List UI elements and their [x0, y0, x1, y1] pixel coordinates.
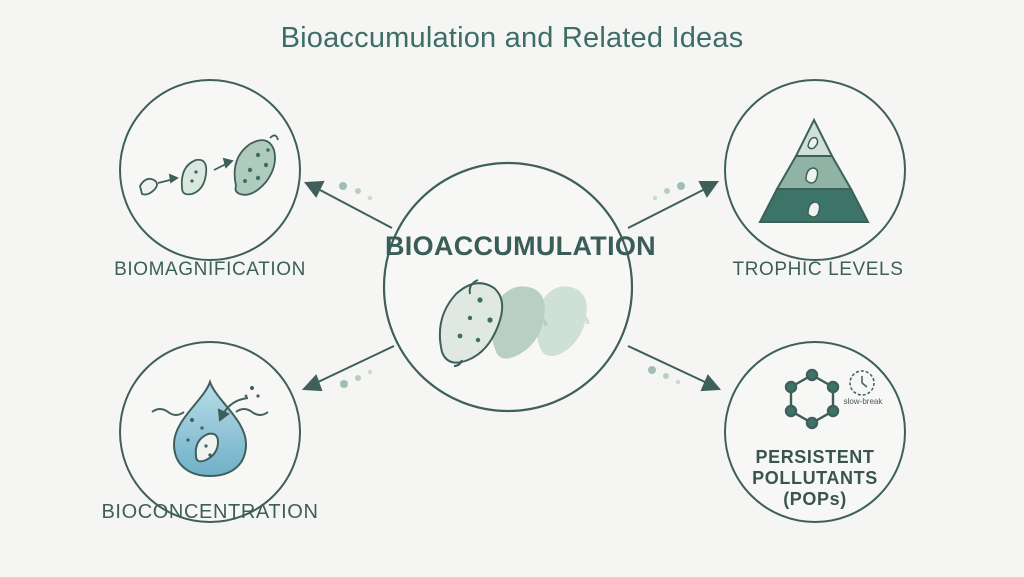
center-organism-ghost-1 — [490, 286, 548, 359]
page-title: Bioaccumulation and Related Ideas — [280, 22, 744, 54]
molecule-icon — [784, 368, 840, 430]
center-circle — [382, 161, 634, 413]
clock-label: slow-break — [843, 397, 883, 406]
pops-label-line-3: (POPs) — [783, 489, 847, 509]
organism-chain-icon — [139, 134, 279, 196]
clock-icon — [849, 370, 875, 396]
trophic-pyramid-icon — [758, 117, 870, 223]
pops-label-line-1: PERSISTENT — [755, 447, 875, 467]
arrow-to-trophic-levels — [627, 181, 719, 229]
bioconcentration-label: BIOCONCENTRATION — [101, 501, 319, 523]
center-organism-ghost-2 — [535, 286, 590, 357]
biomagnification-label: BIOMAGNIFICATION — [114, 259, 306, 280]
water-drop-icon — [151, 378, 269, 478]
arrow-to-pops — [627, 345, 722, 392]
center-label: BIOACCUMULATION — [385, 231, 656, 261]
pops-label: PERSISTENT POLLUTANTS (POPs) — [735, 447, 895, 510]
arrow-to-bioconcentration — [301, 345, 395, 392]
pops-circle — [724, 341, 906, 523]
biomagnification-circle — [119, 79, 301, 261]
pops-label-line-2: POLLUTANTS — [752, 468, 878, 488]
trophic-levels-label: TROPHIC LEVELS — [732, 259, 904, 280]
arrow-to-biomagnification — [304, 180, 393, 229]
center-organism — [438, 279, 504, 367]
